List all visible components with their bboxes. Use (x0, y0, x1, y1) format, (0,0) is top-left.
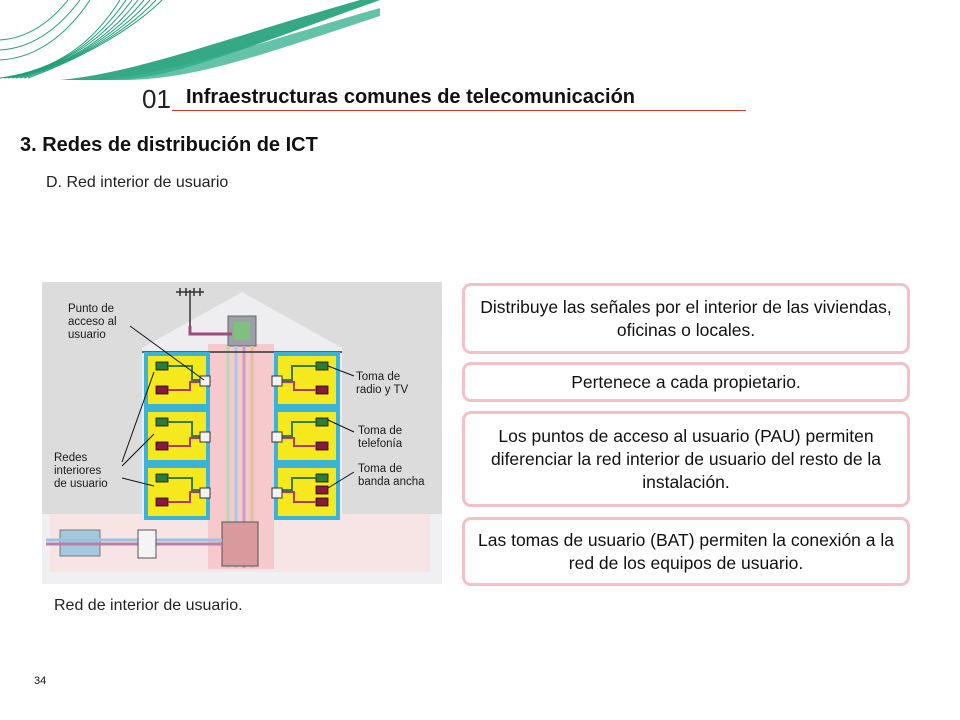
info-box-distribution: Distribuye las señales por el interior d… (462, 283, 910, 354)
label-toma-telefonia: Toma de telefonía (358, 425, 405, 450)
subsection-title: D. Red interior de usuario (46, 174, 229, 191)
label-redes-interiores: Redes interiores de usuario (54, 452, 108, 490)
label-pau: Punto de acceso al usuario (68, 303, 120, 341)
user-network-diagram: Punto de acceso al usuario Redes interio… (42, 282, 442, 584)
chapter-divider (172, 110, 746, 111)
antenna-icon (176, 288, 204, 326)
chapter-title: Infraestructuras comunes de telecomunica… (186, 86, 636, 108)
decorative-wave (0, 0, 380, 80)
chapter-number: 01 (142, 84, 171, 114)
label-toma-radio: Toma de radio y TV (356, 371, 409, 396)
label-toma-banda-ancha: Toma de banda ancha (358, 463, 425, 488)
info-box-ownership: Pertenece a cada propietario. (462, 362, 910, 402)
figure-caption: Red de interior de usuario. (54, 597, 243, 614)
info-box-pau: Los puntos de acceso al usuario (PAU) pe… (462, 411, 910, 507)
apartments-left (144, 352, 210, 520)
info-box-bat: Las tomas de usuario (BAT) permiten la c… (462, 517, 910, 586)
section-title: 3. Redes de distribución de ICT (20, 134, 318, 156)
page-number: 34 (34, 675, 47, 687)
